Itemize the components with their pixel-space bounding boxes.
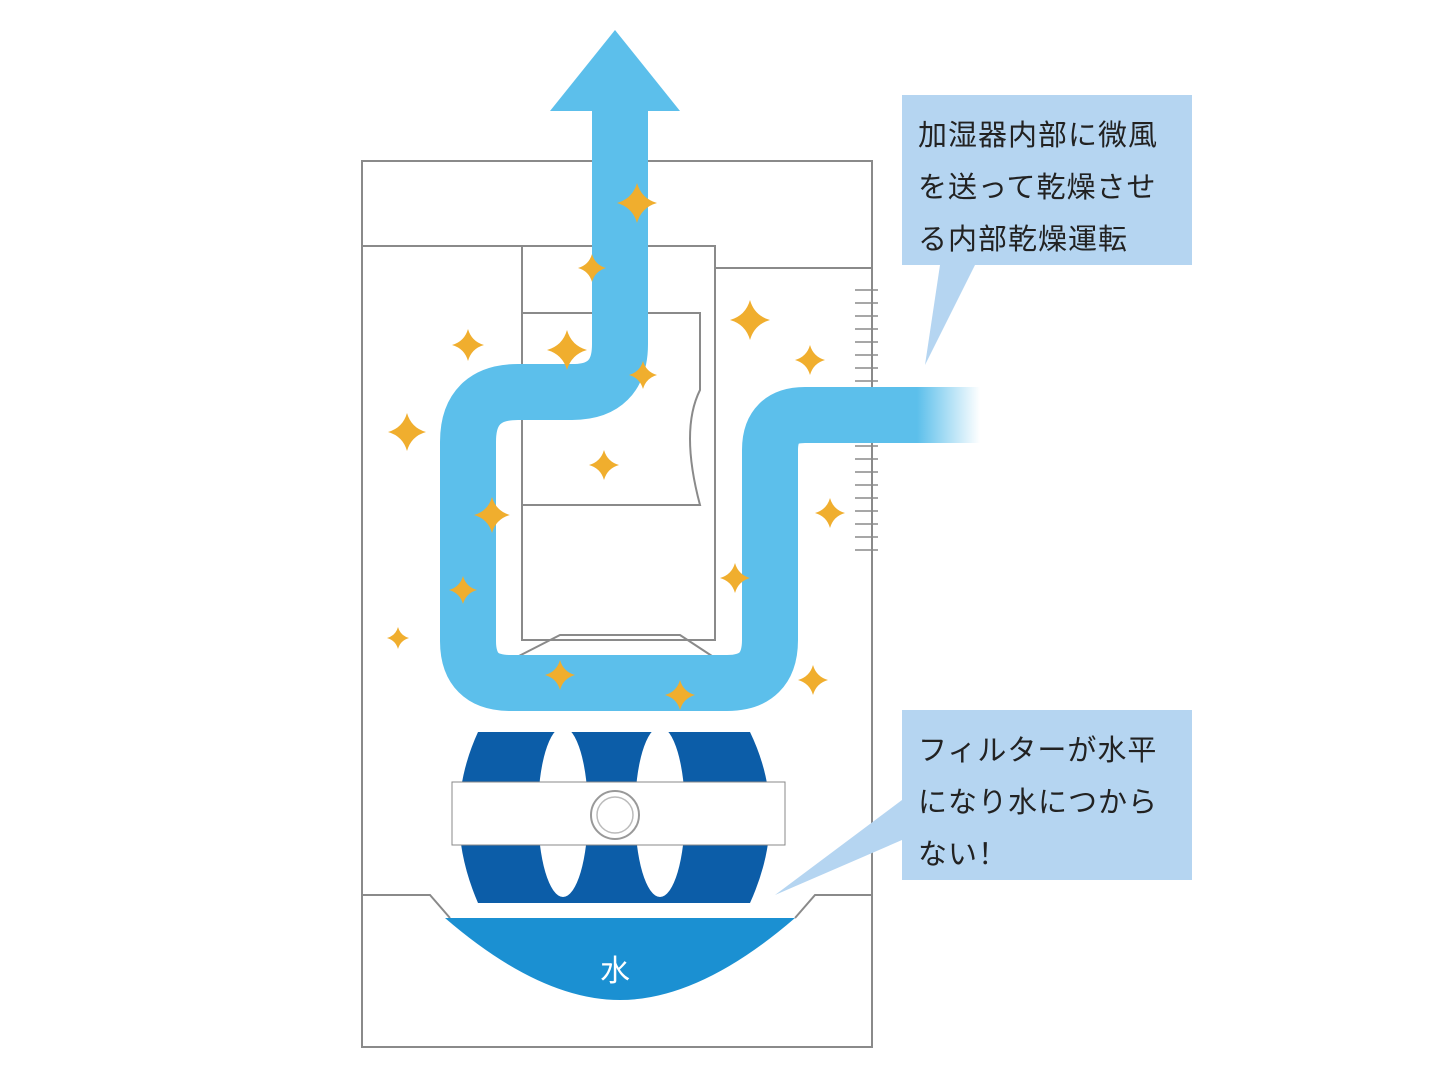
callout-line: 加湿器内部に微風: [918, 118, 1159, 152]
sparkle-icon: [547, 330, 587, 370]
callout-filter: フィルターが水平 になり水につから ない！: [902, 710, 1192, 880]
callout-line: ない！: [918, 837, 1009, 871]
sparkle-icon: [474, 497, 510, 533]
sparkle-icon: [795, 345, 825, 375]
sparkle-icon: [665, 680, 695, 710]
sparkle-icon: [629, 361, 657, 389]
sparkles: [387, 183, 845, 710]
sparkle-icon: [589, 450, 619, 480]
sparkle-icon: [387, 627, 409, 649]
sparkle-icon: [452, 329, 484, 361]
callout-tail-drying: [925, 265, 975, 365]
callout-line: を送って乾燥させ: [918, 170, 1157, 204]
sparkle-icon: [720, 563, 750, 593]
callout-line: フィルターが水平: [918, 733, 1158, 767]
sparkle-icon: [798, 665, 828, 695]
sparkle-icon: [815, 498, 845, 528]
airflow-arrow-head: [550, 30, 680, 111]
callout-line: になり水につから: [918, 785, 1159, 819]
sparkle-icon: [578, 254, 606, 282]
water-label: 水: [600, 954, 630, 989]
sparkle-icon: [449, 576, 477, 604]
filter: [451, 727, 786, 903]
water-basin: [445, 918, 795, 1000]
callout-tail-filter: [775, 800, 902, 895]
sparkle-icon: [545, 660, 575, 690]
callout-drying: 加湿器内部に微風 を送って乾燥させ る内部乾燥運転: [902, 95, 1192, 265]
sparkle-icon: [617, 183, 657, 223]
callout-line: る内部乾燥運転: [918, 222, 1129, 256]
sparkle-icon: [730, 300, 770, 340]
sparkle-icon: [388, 413, 426, 451]
airflow-path: [440, 30, 980, 711]
